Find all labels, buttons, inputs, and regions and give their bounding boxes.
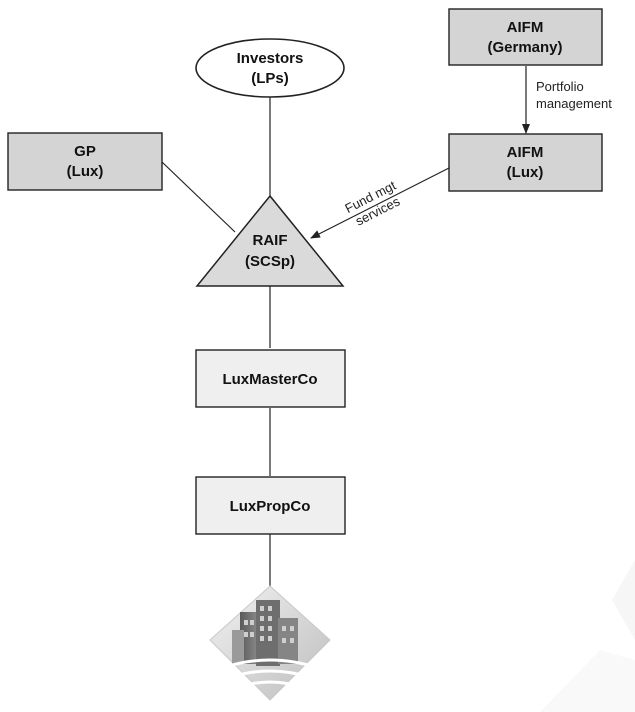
fund-mgt-services-group: Fund mgt services [342, 178, 402, 229]
gp-box [7, 132, 163, 191]
luxmasterco-label: LuxMasterCo [222, 371, 317, 388]
gp-sublabel: (Lux) [67, 163, 104, 180]
gp-to-raif-line [161, 161, 236, 233]
portfolio-management-label: Portfolio [536, 79, 584, 94]
aifm-germany-label: AIFM [507, 19, 544, 36]
aifm-lux-label: AIFM [507, 144, 544, 161]
aifm-germany-node: AIFM (Germany) [448, 8, 603, 66]
raif-sublabel: (SCSp) [245, 253, 295, 270]
aifm-germany-box [448, 8, 603, 66]
investors-ellipse [195, 38, 345, 98]
gp-node: GP (Lux) [7, 132, 163, 191]
raif-triangle [195, 194, 345, 287]
gp-label: GP [74, 143, 96, 160]
aifm-lux-node: AIFM (Lux) [448, 133, 603, 192]
aifm-germany-sublabel: (Germany) [487, 39, 562, 56]
fund-mgt-services-arrow [310, 167, 450, 239]
luxmasterco-node: LuxMasterCo [195, 349, 346, 408]
investors-label: Investors [237, 50, 304, 67]
aifm-lux-box [448, 133, 603, 192]
luxpropco-label: LuxPropCo [230, 498, 311, 515]
aifm-lux-sublabel: (Lux) [507, 164, 544, 181]
buildings-icon [209, 585, 331, 701]
investors-node: Investors (LPs) [195, 38, 345, 98]
luxmasterco-box [195, 349, 346, 408]
luxpropco-box [195, 476, 346, 535]
investors-sublabel: (LPs) [251, 70, 289, 87]
portfolio-management-sublabel: management [536, 96, 612, 111]
background-decoration [540, 560, 635, 712]
luxpropco-node: LuxPropCo [195, 476, 346, 535]
raif-node: RAIF (SCSp) [195, 194, 345, 287]
raif-label: RAIF [253, 232, 288, 249]
